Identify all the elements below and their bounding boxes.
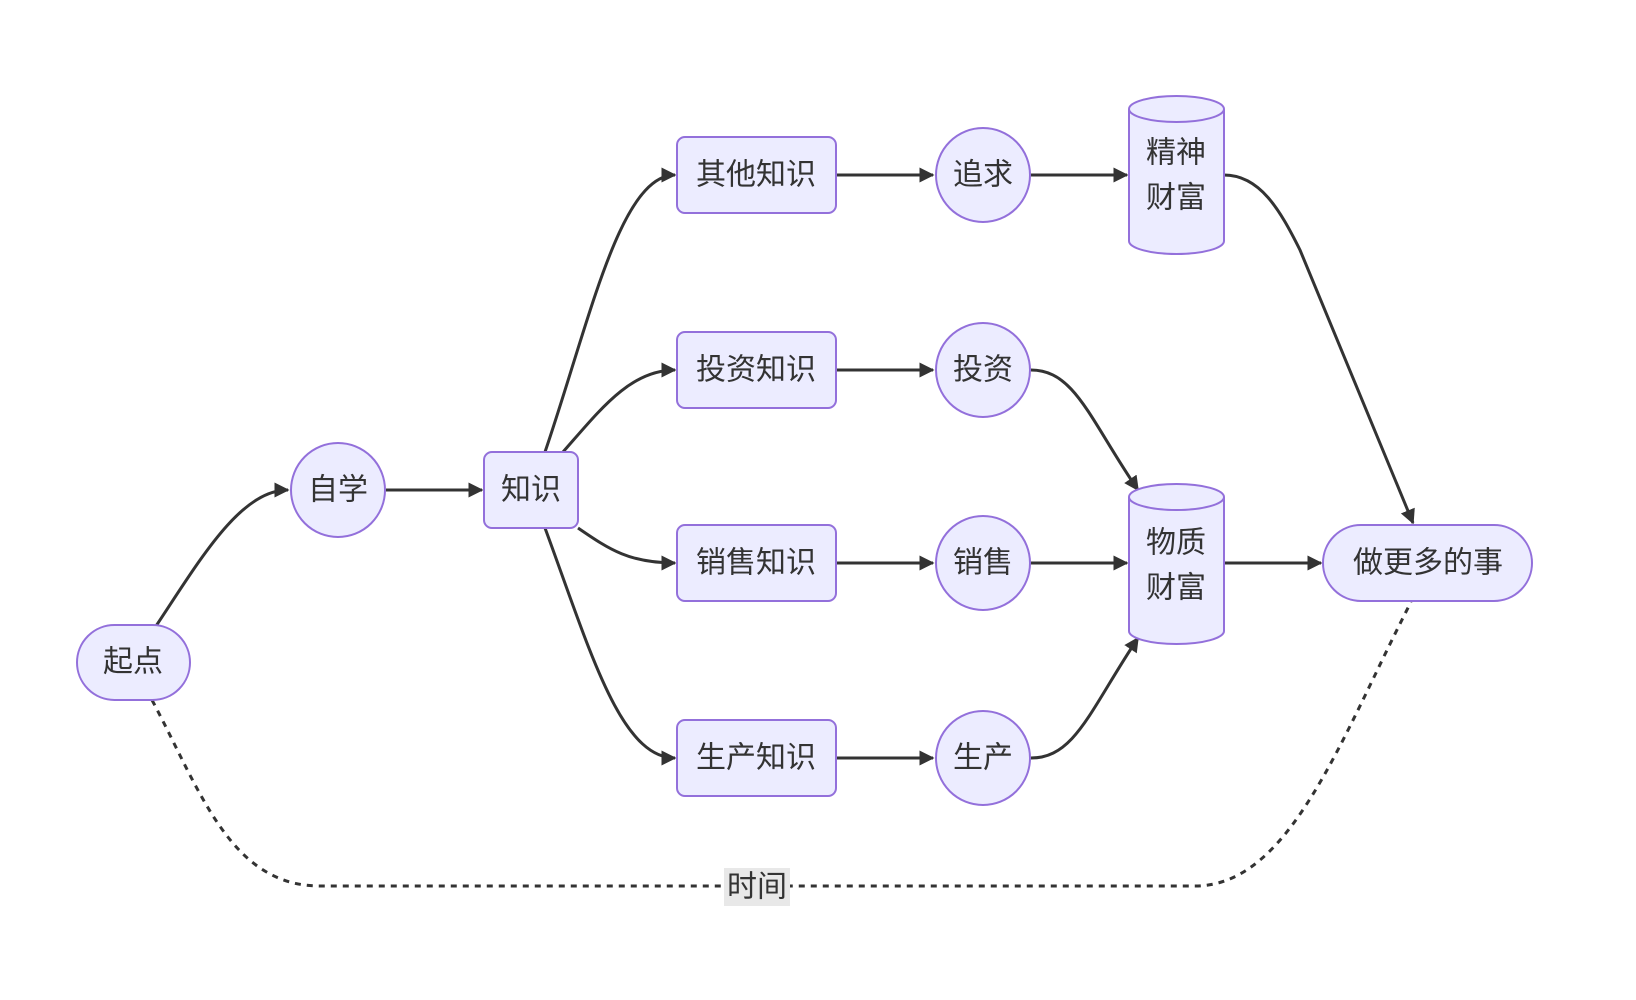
edge-label-time: 时间 [724,868,790,906]
node-sales-label: 销售 [953,546,1013,581]
node-material-lid [1128,496,1225,511]
node-start-label: 起点 [103,645,163,680]
node-invest-label: 投资 [953,353,1013,388]
node-domore-label: 做更多的事 [1353,546,1503,581]
node-invest-shape [935,322,1031,418]
node-start-shape [76,624,191,701]
edge-start-domore-dotted[interactable] [150,601,1413,888]
node-knowledge-shape [483,451,579,529]
node-spiritual[interactable]: 精神 财富 [1128,95,1225,255]
node-prodknow-shape [676,719,837,797]
node-domore[interactable]: 做更多的事 [1322,524,1533,602]
node-investknow[interactable]: 投资知识 [676,331,837,409]
edge-knowledge-salesknow[interactable] [577,526,677,571]
node-selfstudy-label: 自学 [308,473,368,508]
node-pursuit-label: 追求 [953,158,1013,193]
node-material[interactable]: 物质 财富 [1128,483,1225,645]
edge-start-selfstudy[interactable] [154,482,290,627]
edge-spiritual-domore[interactable] [1223,173,1415,525]
node-investknow-shape [676,331,837,409]
node-pursuit[interactable]: 追求 [935,127,1031,223]
node-selfstudy[interactable]: 自学 [290,442,386,538]
node-prod[interactable]: 生产 [935,710,1031,806]
node-spiritual-shape [1128,95,1225,255]
node-sales[interactable]: 销售 [935,515,1031,611]
node-knowledge[interactable]: 知识 [483,451,579,529]
node-domore-shape [1322,524,1533,602]
node-material-label-line2: 财富 [1146,571,1206,606]
edge-label-background [724,868,790,906]
node-material-label-line1: 物质 [1146,526,1206,561]
node-prodknow-label: 生产知识 [696,741,816,776]
node-start[interactable]: 起点 [76,624,191,701]
node-spiritual-label-line2: 财富 [1146,181,1206,216]
node-prod-shape [935,710,1031,806]
node-investknow-label: 投资知识 [696,353,816,388]
node-spiritual-lid [1128,108,1225,123]
node-spiritual-label-line1: 精神 [1146,136,1206,171]
node-sales-shape [935,515,1031,611]
node-salesknow-label: 销售知识 [696,546,816,581]
node-salesknow-shape [676,524,837,602]
edge-invest-material[interactable] [1030,368,1140,492]
edge-label-text: 时间 [727,870,787,905]
node-prod-label: 生产 [953,741,1013,776]
node-otherknow[interactable]: 其他知识 [676,136,837,214]
node-salesknow[interactable]: 销售知识 [676,524,837,602]
edge-knowledge-investknow[interactable] [561,362,677,453]
node-pursuit-shape [935,127,1031,223]
edge-prod-material[interactable] [1030,636,1140,760]
node-selfstudy-shape [290,442,386,538]
edge-knowledge-prodknow[interactable] [543,527,677,766]
node-material-shape [1128,483,1225,645]
node-otherknow-label: 其他知识 [696,158,816,193]
node-invest[interactable]: 投资 [935,322,1031,418]
edge-knowledge-otherknow[interactable] [543,167,677,453]
node-prodknow[interactable]: 生产知识 [676,719,837,797]
node-knowledge-label: 知识 [501,473,561,508]
edges [150,167,1415,888]
node-otherknow-shape [676,136,837,214]
